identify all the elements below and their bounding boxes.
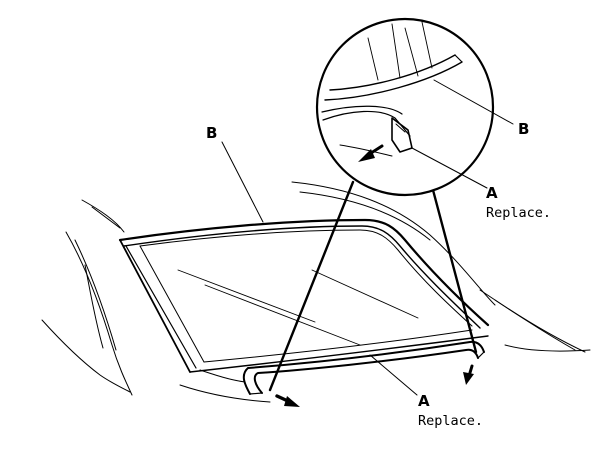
detail-leader-lines xyxy=(268,180,478,392)
callout-a-detail: A xyxy=(486,184,498,202)
callout-a-bottom: A xyxy=(418,392,430,410)
callout-leaders xyxy=(221,79,514,396)
callout-b-top-left: B xyxy=(206,124,217,142)
callout-b-detail: B xyxy=(518,120,529,138)
car-body-outline xyxy=(41,181,591,403)
callout-a-detail-note: Replace. xyxy=(486,205,551,221)
lower-molding xyxy=(242,340,485,395)
callout-a-bottom-note: Replace. xyxy=(418,413,483,429)
detail-circle xyxy=(315,17,495,197)
left-pull-arrow-icon xyxy=(275,394,300,407)
detail-arrow-icon xyxy=(358,144,384,162)
right-pull-arrow-icon xyxy=(463,364,474,385)
removal-arrows xyxy=(275,144,474,407)
windshield-glass xyxy=(118,218,490,373)
